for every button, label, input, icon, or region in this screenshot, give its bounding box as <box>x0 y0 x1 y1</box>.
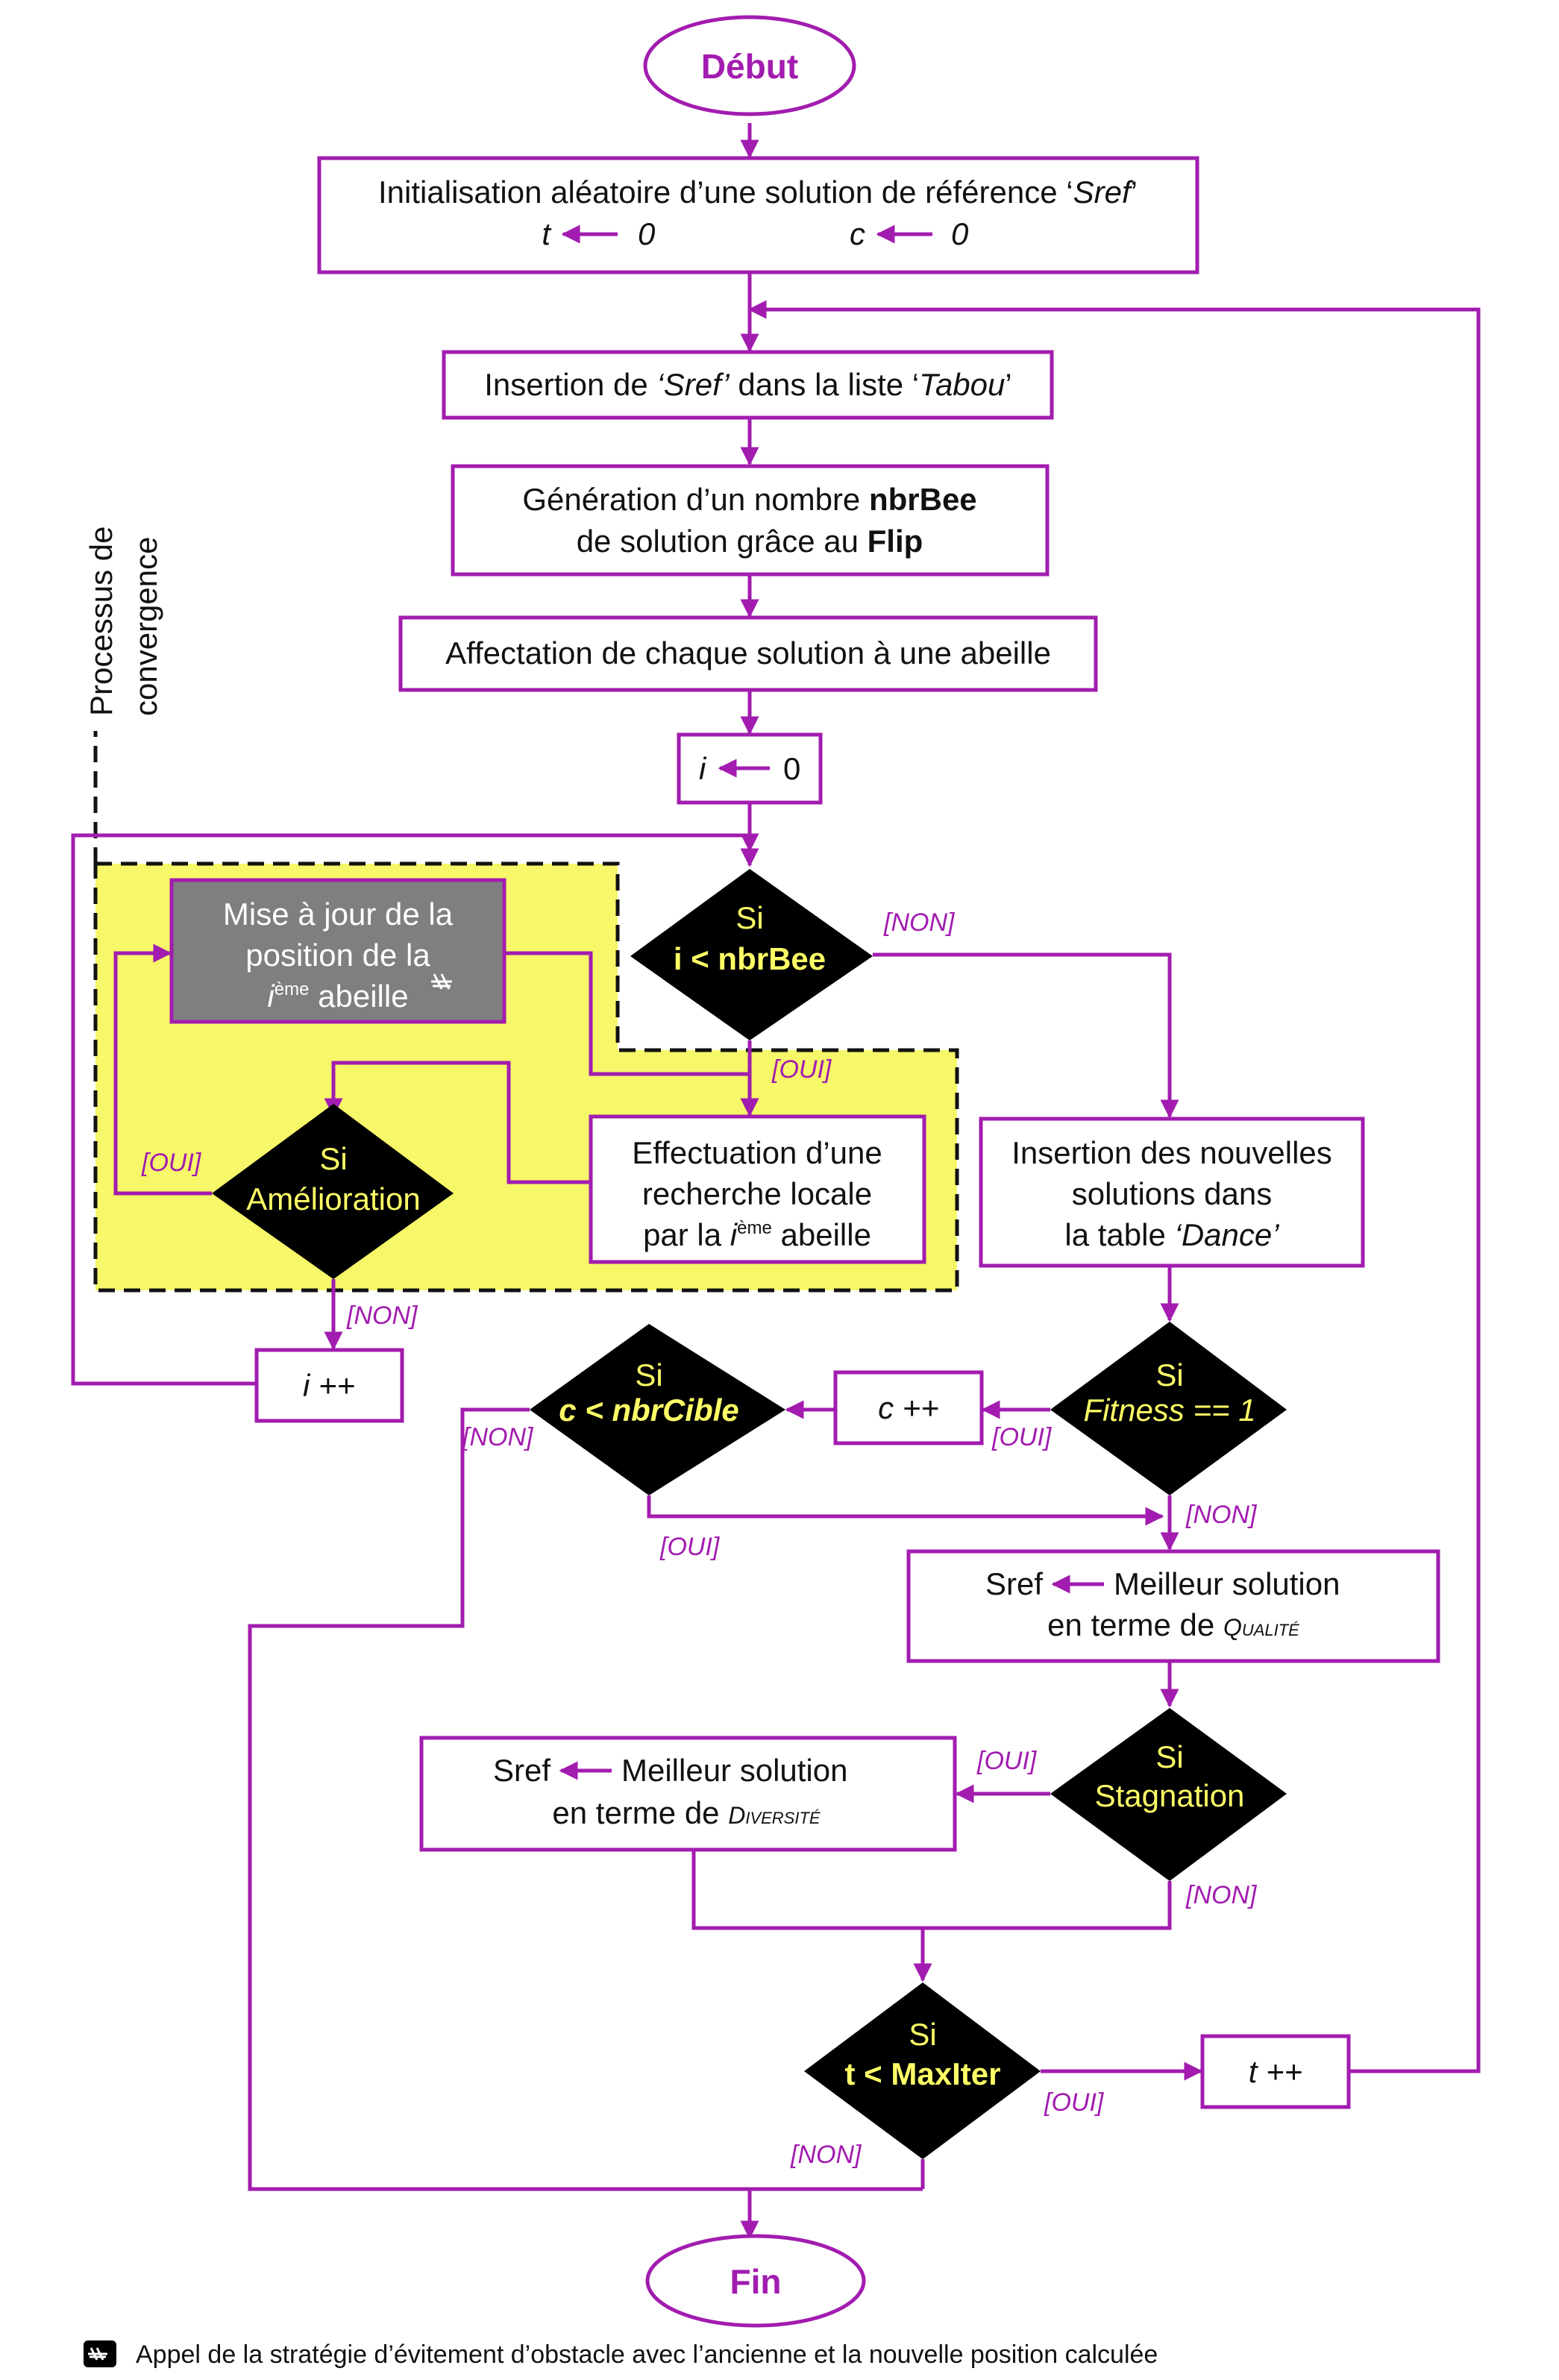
decision-stagnation: Si Stagnation <box>1050 1708 1287 1881</box>
start-terminal: Début <box>643 15 856 116</box>
svg-text:Initialisation aléatoire d’une: Initialisation aléatoire d’une solution … <box>378 175 1138 210</box>
svg-text:Si: Si <box>909 2017 936 2052</box>
label-oui-fitness: [OUI] <box>991 1423 1053 1451</box>
svg-text:t: t <box>542 216 552 251</box>
label-oui-nbrcible: [OUI] <box>659 1533 721 1561</box>
svg-text:Sref: Sref <box>985 1566 1043 1601</box>
decision-nbrcible: Si c < nbrCible <box>530 1324 785 1495</box>
svg-text:Appel de la stratégie d’évitem: Appel de la stratégie d’évitement d’obst… <box>136 2340 1158 2369</box>
local-search-box: Effectuation d’une recherche locale par … <box>589 1114 926 1264</box>
svg-text:i ++: i ++ <box>303 1368 355 1403</box>
svg-text:Meilleur solution: Meilleur solution <box>621 1753 847 1788</box>
svg-text:Si: Si <box>1155 1739 1183 1774</box>
svg-text:Fitness == 1: Fitness == 1 <box>1083 1392 1255 1428</box>
svg-text:Stagnation: Stagnation <box>1095 1778 1245 1813</box>
label-oui-nbrbee: [OUI] <box>771 1055 832 1084</box>
init-box: Initialisation aléatoire d’une solution … <box>317 156 1199 274</box>
footnote: Appel de la stratégie d’évitement d’obst… <box>84 2340 1158 2369</box>
svg-text:Insertion de ‘Sref’ dans la li: Insertion de ‘Sref’ dans la liste ‘Tabou… <box>484 367 1011 402</box>
i-increment-box: i ++ <box>254 1348 404 1423</box>
svg-text:Sref: Sref <box>493 1753 550 1788</box>
svg-text:position de la: position de la <box>245 938 430 973</box>
svg-text:en terme de Qualité: en terme de Qualité <box>1047 1607 1299 1642</box>
end-terminal: Fin <box>645 2234 866 2328</box>
svg-text:t ++: t ++ <box>1249 2054 1302 2089</box>
svg-text:i < nbrBee: i < nbrBee <box>674 941 826 976</box>
label-non-nbrcible: [NON] <box>462 1423 534 1451</box>
svg-text:Amélioration: Amélioration <box>246 1181 420 1216</box>
decision-amelioration: Si Amélioration <box>212 1104 454 1279</box>
svg-text:la table ‘Dance’: la table ‘Dance’ <box>1064 1217 1279 1252</box>
svg-text:Génération d’un nombre nbrBee: Génération d’un nombre nbrBee <box>522 482 976 517</box>
affectation-box: Affectation de chaque solution à une abe… <box>398 615 1098 692</box>
update-position-box: Mise à jour de la position de la ième ab… <box>169 878 506 1024</box>
svg-text:Si: Si <box>1155 1357 1183 1392</box>
svg-text:ième abeille: ième abeille <box>267 979 408 1014</box>
label-oui-stagnation: [OUI] <box>976 1747 1038 1775</box>
label-oui-amelioration: [OUI] <box>141 1149 202 1177</box>
label-non-nbrbee: [NON] <box>883 908 956 937</box>
svg-text:Si: Si <box>319 1141 347 1176</box>
convergence-label: Processus de convergence <box>84 527 163 716</box>
svg-text:c < nbrCible: c < nbrCible <box>559 1392 739 1428</box>
svg-text:Processus de: Processus de <box>84 527 119 716</box>
svg-text:convergence: convergence <box>128 537 163 717</box>
svg-text:i: i <box>699 751 707 786</box>
svg-text:0: 0 <box>783 751 800 786</box>
svg-text:solutions dans: solutions dans <box>1072 1176 1273 1211</box>
label-non-fitness: [NON] <box>1185 1501 1258 1529</box>
decision-fitness: Si Fitness == 1 <box>1050 1322 1287 1495</box>
decision-nbrbee: Si i < nbrBee <box>630 869 873 1040</box>
svg-text:t < MaxIter: t < MaxIter <box>845 2056 1001 2091</box>
t-increment-box: t ++ <box>1200 2034 1351 2109</box>
svg-text:de solution grâce au Flip: de solution grâce au Flip <box>577 524 923 559</box>
svg-text:Meilleur solution: Meilleur solution <box>1114 1566 1340 1601</box>
sref-quality-box: Sref Meilleur solution en terme de Quali… <box>906 1549 1440 1663</box>
svg-text:en terme de Diversité: en terme de Diversité <box>552 1795 820 1830</box>
label-non-maxiter: [NON] <box>790 2141 862 2169</box>
label-oui-maxiter: [OUI] <box>1044 2088 1105 2117</box>
label-non-amelioration: [NON] <box>346 1302 418 1330</box>
label-non-stagnation: [NON] <box>1185 1881 1258 1909</box>
c-increment-box: c ++ <box>833 1370 984 1445</box>
svg-text:Début: Début <box>701 47 798 86</box>
svg-text:c: c <box>850 216 865 251</box>
generation-box: Génération d’un nombre nbrBee de solutio… <box>451 464 1050 577</box>
svg-text:Si: Si <box>635 1357 662 1392</box>
insert-dance-box: Insertion des nouvelles solutions dans l… <box>979 1117 1365 1268</box>
obstacle-avoidance-icon <box>431 973 452 990</box>
svg-text:Affectation de chaque solution: Affectation de chaque solution à une abe… <box>445 635 1051 671</box>
svg-text:c ++: c ++ <box>878 1390 939 1425</box>
svg-text:Fin: Fin <box>730 2262 782 2301</box>
svg-text:Insertion des nouvelles: Insertion des nouvelles <box>1011 1135 1332 1170</box>
sref-diversity-box: Sref Meilleur solution en terme de Diver… <box>419 1736 957 1852</box>
svg-text:0: 0 <box>638 216 656 251</box>
insert-tabou-box: Insertion de ‘Sref’ dans la liste ‘Tabou… <box>442 350 1054 420</box>
svg-text:par la ième abeille: par la ième abeille <box>643 1217 871 1252</box>
svg-text:Mise à jour de la: Mise à jour de la <box>223 897 454 932</box>
svg-text:Effectuation d’une: Effectuation d’une <box>632 1135 882 1170</box>
i-init-box: i 0 <box>677 732 823 805</box>
svg-text:0: 0 <box>951 216 969 251</box>
connectors <box>71 123 1481 2240</box>
svg-text:recherche locale: recherche locale <box>642 1176 872 1211</box>
svg-text:Si: Si <box>735 900 763 935</box>
decision-maxiter: Si t < MaxIter <box>804 1982 1041 2159</box>
